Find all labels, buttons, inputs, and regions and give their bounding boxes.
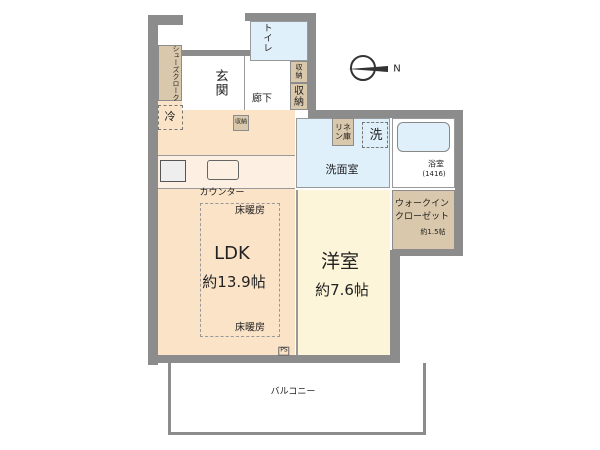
wall-right — [455, 110, 463, 255]
storage-large-box — [290, 83, 308, 110]
western-room-label: 洋室 — [320, 250, 360, 273]
toilet-room — [250, 21, 308, 61]
floor-heating-bottom-label: 床暖房 — [235, 322, 265, 334]
wall-step — [308, 110, 463, 118]
bathtub — [397, 122, 450, 152]
balcony — [168, 363, 426, 435]
storage-ldk-box — [233, 115, 249, 131]
compass-label: N — [393, 63, 401, 75]
storage-ldk-label: 収納 — [234, 118, 248, 126]
wall-toilet-top — [245, 13, 315, 21]
entrance-area — [182, 56, 245, 110]
wic-label-2: クローゼット — [394, 212, 450, 223]
storage-small-label: 収納 — [295, 63, 303, 79]
ps-label: PS — [278, 346, 290, 356]
wic-label-1: ウォークイン — [394, 199, 450, 210]
fridge-label: 冷 — [164, 109, 176, 123]
western-room — [296, 190, 390, 355]
wall-left — [148, 15, 158, 365]
fridge-space — [158, 105, 183, 130]
bath-label: 浴室 — [428, 159, 444, 169]
counter-label: カウンター — [199, 188, 245, 199]
walk-in-closet — [392, 190, 455, 250]
hallway-area — [245, 60, 290, 110]
storage-small-box — [290, 61, 308, 83]
stove-icon — [160, 160, 186, 182]
western-room-area: 約7.6帖 — [315, 280, 369, 299]
washer-space — [362, 122, 388, 148]
wall-right-lower — [390, 250, 400, 365]
wall-bottom — [148, 355, 400, 363]
sink-icon — [207, 160, 239, 180]
toilet-label: トイレ — [263, 24, 273, 54]
ldk-label: LDK — [214, 243, 250, 265]
washer-label: 洗 — [369, 127, 383, 143]
shoe-closet — [158, 45, 182, 101]
balcony-label: バルコニー — [270, 387, 316, 398]
entrance-label: 玄関 — [215, 69, 229, 99]
compass-needle — [346, 66, 388, 72]
linen-label: リネン庫 — [335, 123, 351, 141]
ldk-room — [158, 101, 295, 355]
washroom-label: 洗面室 — [325, 162, 359, 176]
linen-closet — [332, 118, 354, 146]
bath-size: (1416) — [422, 170, 446, 179]
wall-entrance-top — [180, 50, 250, 56]
hallway-label: 廊下 — [252, 93, 272, 105]
wall-top-left — [148, 15, 183, 25]
floor-heating-top-label: 床暖房 — [235, 205, 265, 217]
ldk-area: 約13.9帖 — [202, 272, 266, 291]
wall-right-step — [390, 250, 463, 256]
wall-right-upper — [308, 13, 316, 128]
wic-area: 約1.5帖 — [420, 228, 446, 237]
shoe-closet-label: シューズクローク — [172, 45, 180, 101]
storage-large-label: 収納 — [294, 86, 304, 108]
floor-heating-area — [200, 203, 280, 337]
